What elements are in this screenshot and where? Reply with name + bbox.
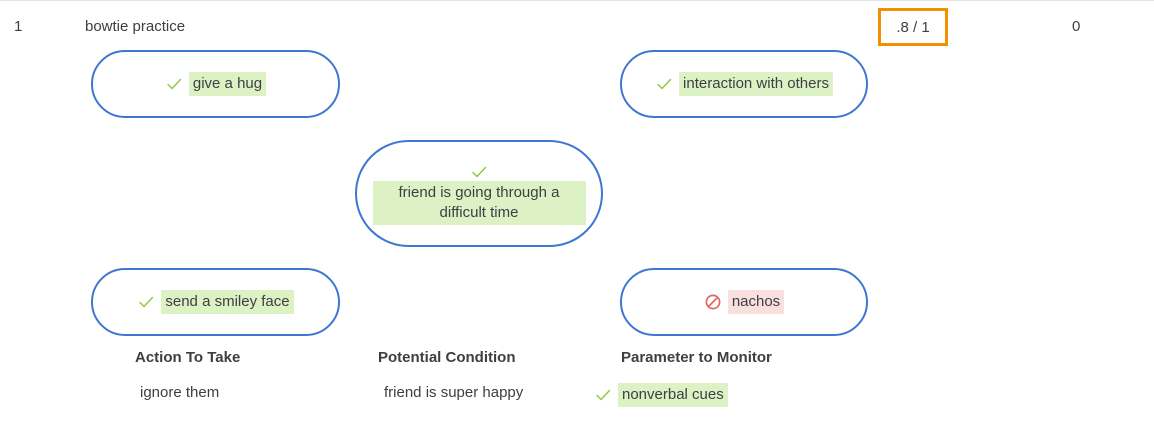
- option-label: nonverbal cues: [618, 383, 728, 407]
- question-number: 1: [14, 18, 23, 35]
- pill-parameter-nachos[interactable]: nachos: [620, 268, 868, 336]
- pill-label: interaction with others: [679, 72, 833, 96]
- check-icon: [470, 163, 488, 181]
- pill-label: nachos: [727, 290, 785, 314]
- option-label: ignore them: [140, 384, 220, 401]
- check-icon: [594, 386, 612, 404]
- score-badge: .8 / 1: [878, 8, 948, 46]
- column-header-action-to-take: Action To Take: [135, 349, 241, 366]
- pill-action-send-smiley-face[interactable]: send a smiley face: [91, 268, 340, 336]
- option-ignore-them[interactable]: ignore them: [140, 383, 219, 403]
- pill-condition-difficult-time[interactable]: friend is going through a difficult time: [355, 140, 603, 247]
- pill-label: give a hug: [188, 72, 267, 96]
- column-header-parameter-to-monitor: Parameter to Monitor: [621, 349, 772, 366]
- pill-label: friend is going through a difficult time: [372, 180, 586, 225]
- question-header: 1 bowtie practice .8 / 1 0: [0, 0, 1154, 56]
- pill-parameter-interaction-with-others[interactable]: interaction with others: [620, 50, 868, 118]
- top-divider: [0, 0, 1154, 1]
- prohibited-icon: [704, 293, 722, 311]
- option-label: friend is super happy: [384, 384, 524, 401]
- option-friend-super-happy[interactable]: friend is super happy: [384, 383, 523, 403]
- score-value: .8 / 1: [896, 18, 930, 36]
- check-icon: [137, 293, 155, 311]
- check-icon: [655, 75, 673, 93]
- check-icon: [165, 75, 183, 93]
- question-title: bowtie practice: [85, 18, 186, 35]
- option-nonverbal-cues[interactable]: nonverbal cues: [594, 383, 728, 407]
- pill-action-give-a-hug[interactable]: give a hug: [91, 50, 340, 118]
- column-header-potential-condition: Potential Condition: [378, 349, 516, 366]
- pill-label: send a smiley face: [161, 290, 294, 314]
- trailing-value: 0: [1072, 18, 1081, 35]
